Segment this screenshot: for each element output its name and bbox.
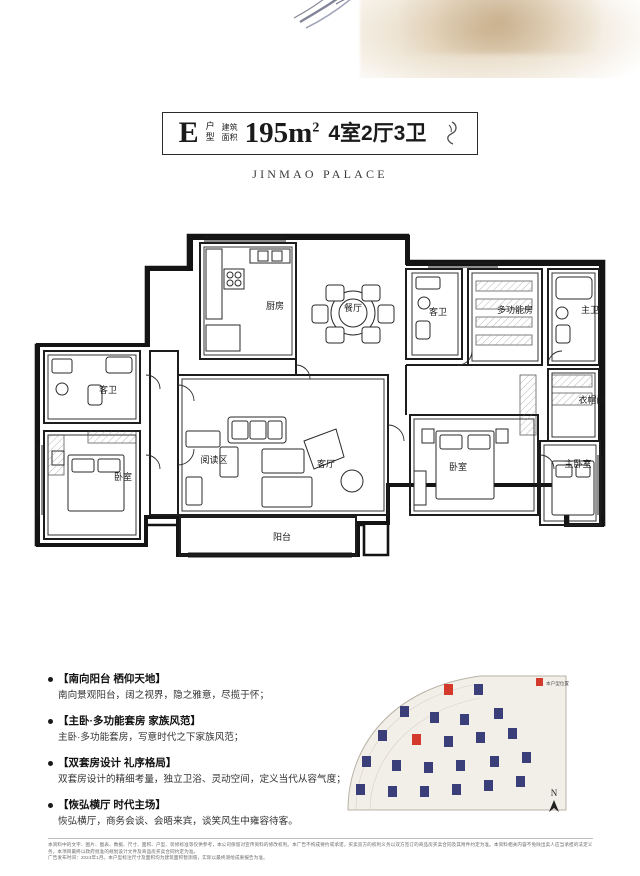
feature-title: 【主卧·多功能套房 家族风范】 [58, 715, 201, 727]
building-markers [356, 684, 531, 797]
floorplan-svg: 厨房 餐厅 客卫 多功能房 主卫 衣帽间 客卫 阅读区 客厅 卧室 主卧室 卧室… [34, 233, 606, 558]
feature-title-row: 【恢弘横厅 时代主场】 [48, 798, 378, 812]
bullet-dot-icon [48, 803, 53, 808]
ornament-motif-icon [293, 0, 351, 29]
feature-item: 【恢弘横厅 时代主场】 恢弘横厅，商务会谈、会晤来宾，谈笑风生中雍容待客。 [48, 798, 378, 829]
feature-body: 南向景观阳台，阔之视界，隐之雅意，尽揽于怀； [58, 690, 270, 701]
feature-list: 【南向阳台 栖仰天地】 南向景观阳台，阔之视界，隐之雅意，尽揽于怀； 【主卧·多… [48, 672, 378, 840]
site-map-svg: 本户型位置 N [347, 675, 569, 812]
legal-footer: 本资料中的文字、图片、图表、数据、尺寸、面积、户型、装修标准等仅供参考，本公司保… [48, 838, 593, 862]
unit-type-label: 户 型 [206, 121, 215, 145]
feature-body: 恢弘横厅，商务会谈、会晤来宾，谈笑风生中雍容待客。 [58, 816, 298, 827]
footer-divider [48, 838, 593, 839]
floorplan: 厨房 餐厅 客卫 多功能房 主卫 衣帽间 客卫 阅读区 客厅 卧室 主卧室 卧室… [28, 225, 612, 645]
feature-title: 【南向阳台 栖仰天地】 [58, 673, 166, 685]
feature-title-row: 【双套房设计 礼序格局】 [48, 756, 378, 770]
unit-type-label-line2: 型 [205, 132, 215, 142]
area-label: 建筑 面积 [222, 123, 238, 144]
footer-line-2: 广告发布时间：2024年1月。本户型标注尺寸及面积均为建筑面积暂测值，实际以最终… [48, 855, 268, 861]
room-label-cloakroom: 衣帽间 [578, 394, 605, 405]
room-label-reading-area: 阅读区 [200, 454, 227, 465]
compass-north-label: N [551, 788, 558, 798]
room-label-master-bath: 主卫 [581, 304, 599, 315]
brand-name: JINMAO PALACE [252, 167, 388, 181]
area-unit-superscript: 2 [312, 119, 320, 135]
room-label-bedroom1: 卧室 [114, 471, 132, 482]
feature-item: 【主卧·多功能套房 家族风范】 主卧·多功能套房，写意时代之下家族风范； [48, 714, 378, 745]
title-box: E 户 型 建筑 面积 195m2 4室2厅3卫 [161, 112, 479, 155]
feature-title-row: 【南向阳台 栖仰天地】 [48, 672, 378, 686]
unit-letter: E [178, 116, 199, 149]
feature-title-row: 【主卧·多功能套房 家族风范】 [48, 714, 378, 728]
feature-title: 【恢弘横厅 时代主场】 [58, 799, 166, 811]
room-label-dining: 餐厅 [344, 302, 362, 313]
feature-item: 【双套房设计 礼序格局】 双套房设计的精细考量，独立卫浴、灵动空间，定义当代从容… [48, 756, 378, 787]
feature-title: 【双套房设计 礼序格局】 [58, 757, 177, 769]
highlighted-building-marker [412, 684, 453, 745]
area-label-line2: 面积 [221, 132, 238, 142]
room-label-guest-wc-top: 客卫 [429, 306, 447, 317]
feature-body: 双套房设计的精细考量，独立卫浴、灵动空间，定义当代从容气度； [58, 774, 346, 785]
room-label-living: 客厅 [317, 458, 335, 469]
ink-wash-right-inner [400, 0, 600, 54]
room-label-balcony: 阳台 [273, 531, 291, 542]
site-location-map: 本户型位置 N [330, 668, 610, 828]
area-label-line1: 建筑 [221, 122, 238, 132]
room-label-multifunction: 多功能房 [497, 304, 533, 315]
bullet-dot-icon [48, 761, 53, 766]
site-map-legend: 本户型位置 [536, 678, 569, 687]
room-label-kitchen: 厨房 [266, 300, 284, 311]
room-label-bedroom2: 卧室 [449, 461, 467, 472]
room-count: 4室2厅3卫 [328, 121, 427, 145]
footer-line-1: 本资料中的文字、图片、图表、数据、尺寸、面积、户型、装修标准等仅供参考，本公司保… [48, 842, 593, 854]
room-label-guest-wc-left: 客卫 [99, 384, 117, 395]
legend-label: 本户型位置 [546, 680, 569, 687]
room-label-master-bedroom: 主卧室 [564, 458, 591, 469]
feature-item: 【南向阳台 栖仰天地】 南向景观阳台，阔之视界，隐之雅意，尽揽于怀； [48, 672, 378, 703]
compass-icon: N [549, 788, 559, 812]
title-block: E 户 型 建筑 面积 195m2 4室2厅3卫 JINMAO PALACE [0, 112, 640, 182]
area-value: 195m [244, 116, 313, 149]
bullet-dot-icon [48, 719, 53, 724]
area-value-wrap: 195m2 [244, 116, 320, 149]
bullet-dot-icon [48, 677, 53, 682]
feature-body: 主卧·多功能套房，写意时代之下家族风范； [58, 732, 244, 743]
unit-type-label-line1: 户 [205, 121, 215, 131]
top-decorative-band [0, 0, 640, 78]
seal-stamp-icon [447, 121, 458, 145]
